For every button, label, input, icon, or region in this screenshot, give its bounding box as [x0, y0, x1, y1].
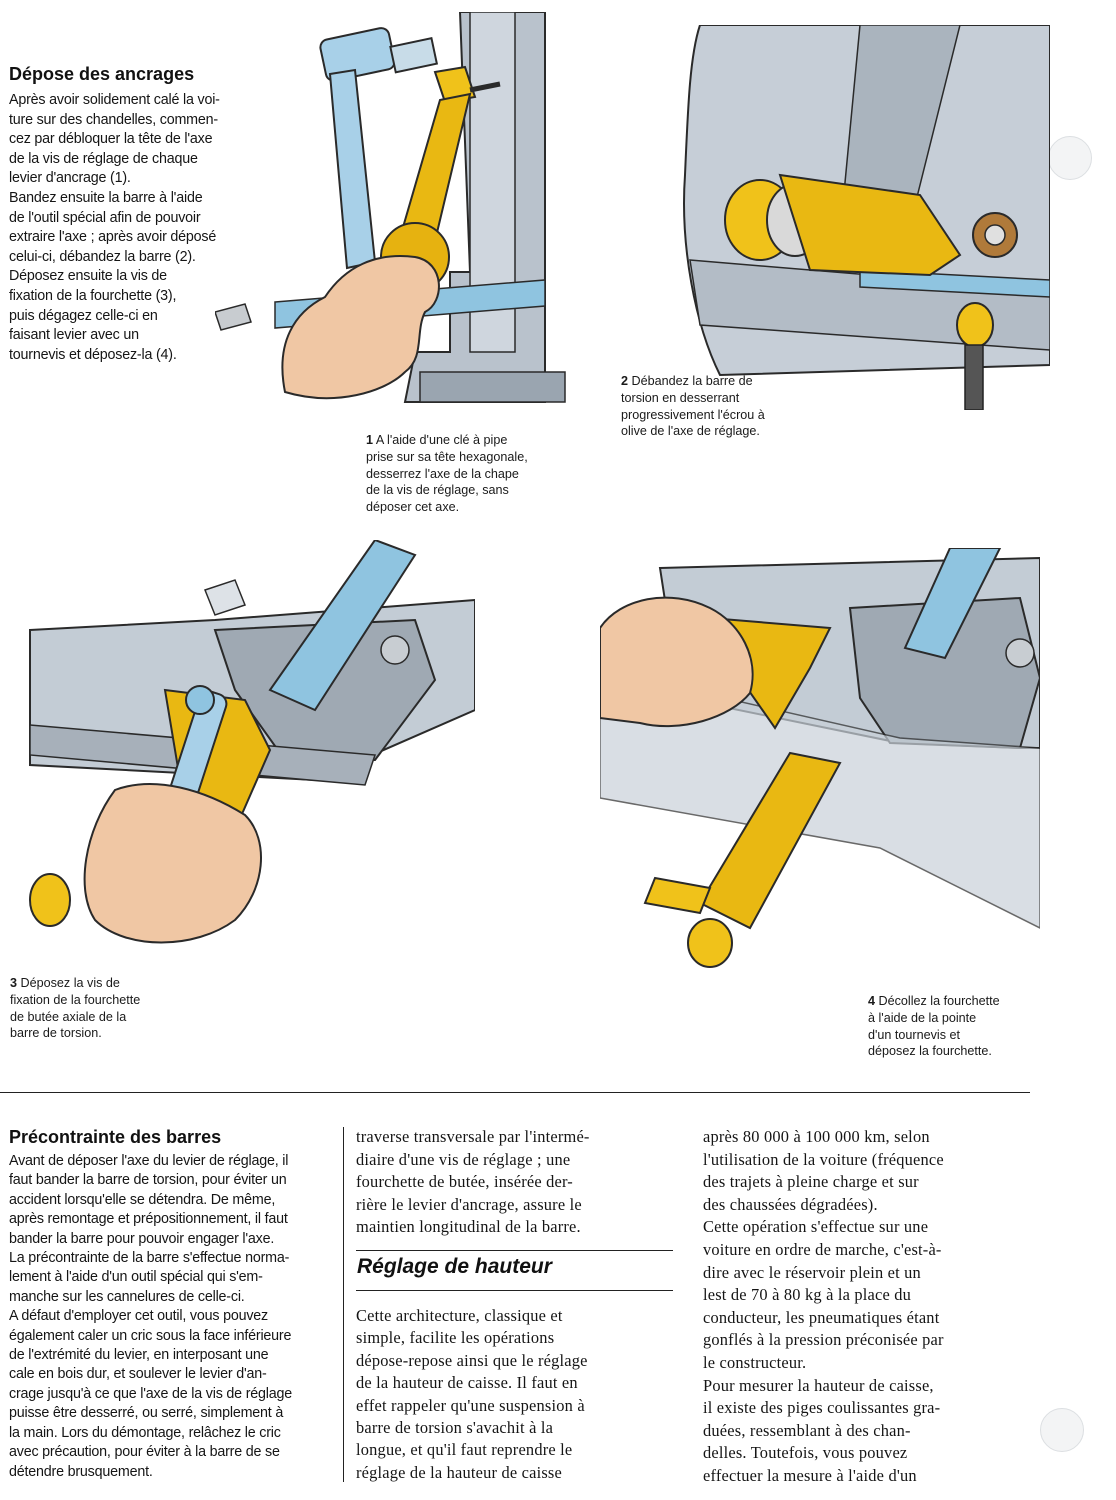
caption-3-number: 3 — [10, 976, 18, 990]
reglage-title: Réglage de hauteur — [357, 1255, 552, 1278]
caption-2-number: 2 — [621, 374, 629, 388]
horizontal-separator — [0, 1092, 1030, 1093]
caption-4-text: Décollez la fourchette à l'aide de la po… — [868, 994, 1000, 1059]
punch-hole-bottom — [1040, 1408, 1084, 1452]
illustration-4-fork-removal — [600, 548, 1040, 968]
caption-2-text: Débandez la barre de torsion en desserra… — [621, 374, 765, 439]
reglage-body: Cette architecture, classique et simple,… — [356, 1306, 588, 1482]
caption-3-text: Déposez la vis de fixation de la fourche… — [10, 976, 141, 1041]
right-column: après 80 000 à 100 000 km, selon l'utili… — [703, 1126, 1033, 1488]
caption-3: 3 Déposez la vis de fixation de la fourc… — [10, 975, 210, 1042]
caption-4-number: 4 — [868, 994, 876, 1008]
depose-title: Dépose des ancrages — [9, 64, 195, 84]
illustration-1-wrench-loosening — [215, 12, 566, 403]
precontrainte-section: Précontrainte des barres Avant de dépose… — [9, 1127, 339, 1482]
illustration-2-nut-loosening — [683, 25, 1050, 410]
illustration-3-fork-screw — [29, 540, 475, 944]
column-separator — [343, 1127, 344, 1482]
middle-column-text: traverse transversale par l'intermé- dia… — [356, 1127, 590, 1237]
caption-1-text: A l'aide d'une clé à pipe prise sur sa t… — [366, 433, 528, 515]
reglage-bottom-rule — [356, 1290, 673, 1291]
caption-1: 1 A l'aide d'une clé à pipe prise sur sa… — [366, 432, 586, 516]
caption-2: 2 Débandez la barre de torsion en desser… — [621, 373, 841, 440]
caption-4: 4 Décollez la fourchette à l'aide de la … — [868, 993, 1068, 1060]
reglage-top-rule — [356, 1250, 673, 1251]
caption-1-number: 1 — [366, 433, 374, 447]
right-column-text: après 80 000 à 100 000 km, selon l'utili… — [703, 1127, 944, 1485]
reglage-section: Cette architecture, classique et simple,… — [356, 1305, 686, 1484]
middle-column: traverse transversale par l'intermé- dia… — [356, 1126, 686, 1239]
depose-body: Après avoir solidement calé la voi- ture… — [9, 92, 220, 363]
precontrainte-title: Précontrainte des barres — [9, 1127, 222, 1147]
punch-hole-top — [1048, 136, 1092, 180]
depose-section: Dépose des ancrages Après avoir solideme… — [9, 64, 279, 365]
precontrainte-body: Avant de déposer l'axe du levier de régl… — [9, 1153, 292, 1480]
